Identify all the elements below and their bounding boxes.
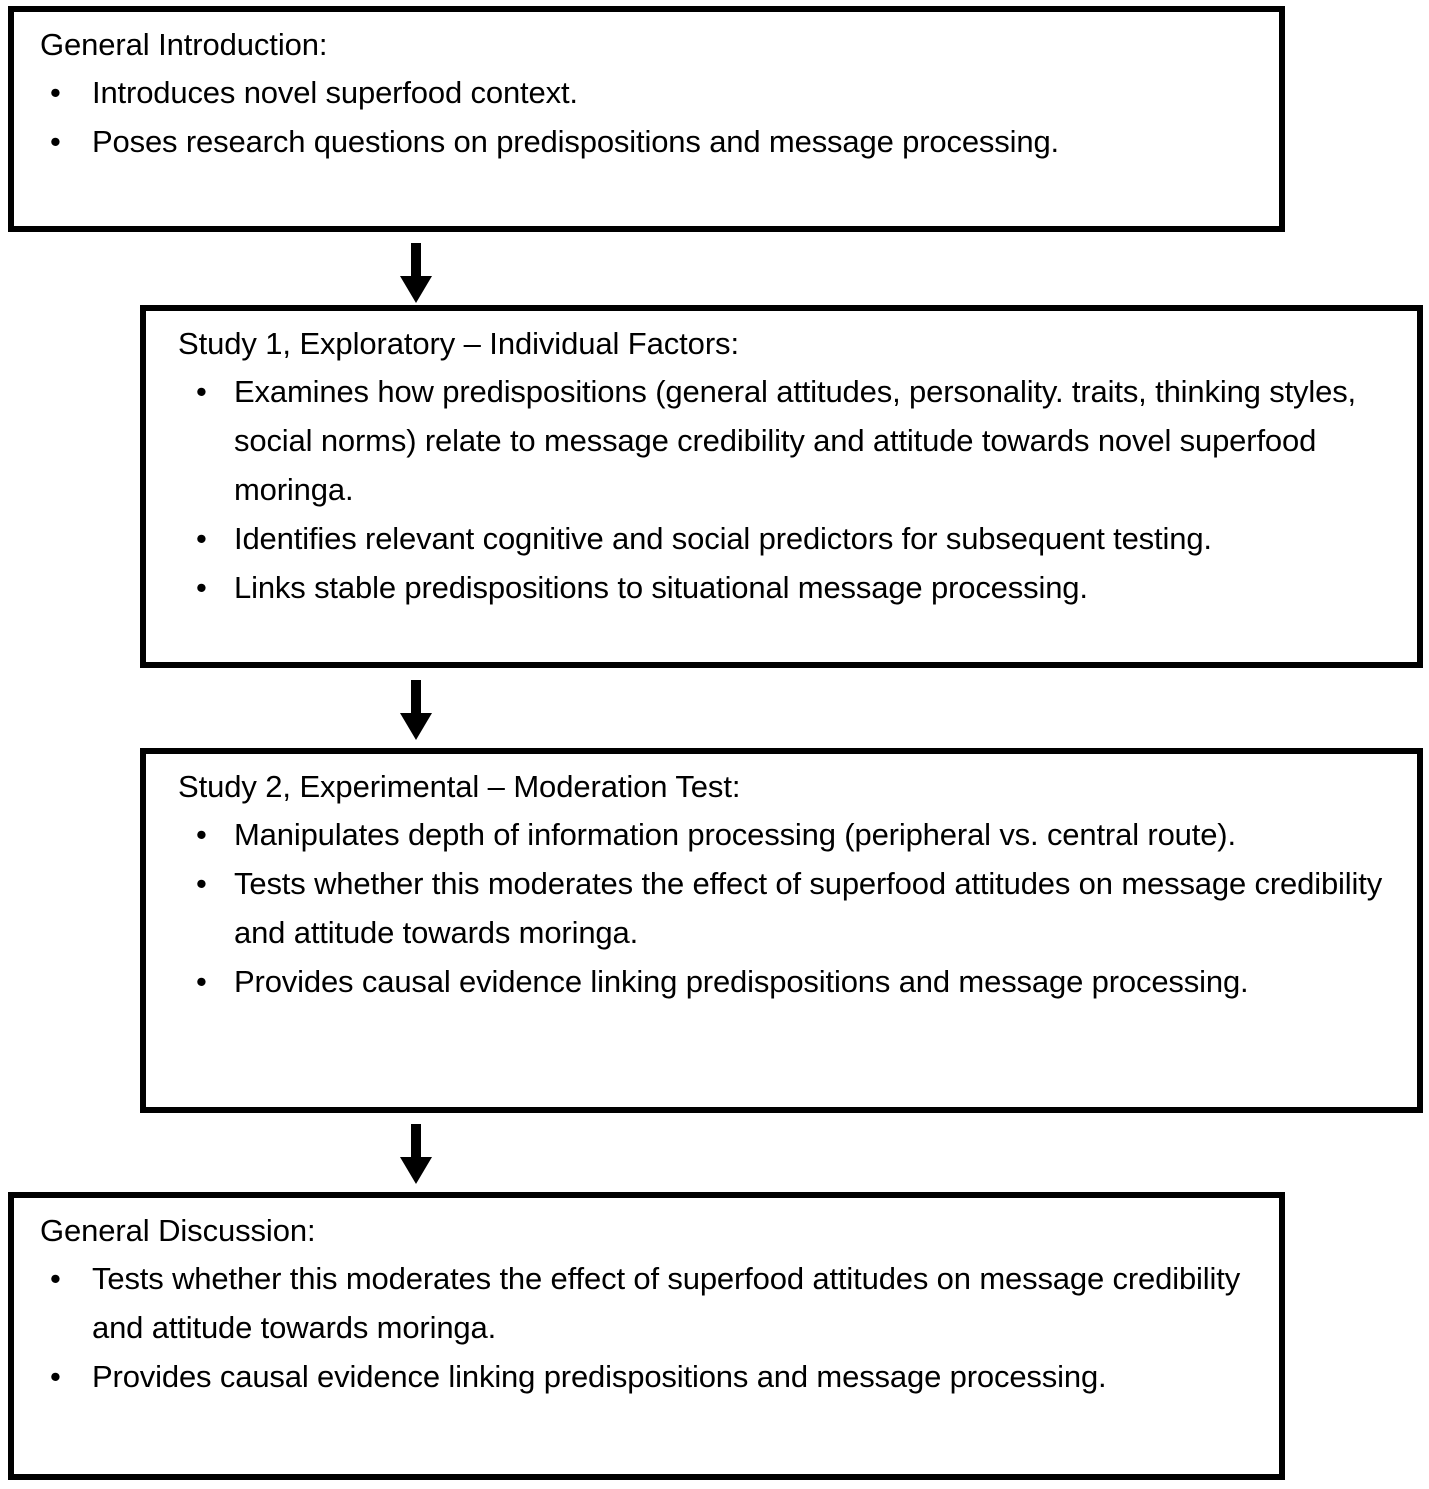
flow-node-study-2: Study 2, Experimental – Moderation Test:… — [140, 748, 1423, 1113]
bullet-dot-icon: • — [196, 866, 207, 901]
node-title: General Introduction: — [40, 27, 328, 62]
bullet-dot-icon: • — [50, 1359, 61, 1394]
list-item: • Examines how predispositions (general … — [178, 367, 1403, 514]
list-item: • Provides causal evidence linking predi… — [178, 957, 1403, 1006]
arrow-shaft — [411, 1124, 421, 1162]
node-bullet-list: • Introduces novel superfood context. • … — [40, 68, 1265, 166]
list-item: • Poses research questions on predisposi… — [40, 117, 1265, 166]
bullet-dot-icon: • — [196, 521, 207, 556]
bullet-dot-icon: • — [196, 374, 207, 409]
arrow-head — [400, 276, 432, 303]
down-arrow-icon — [396, 680, 436, 740]
list-item-text: Manipulates depth of information process… — [234, 817, 1236, 852]
bullet-dot-icon: • — [196, 570, 207, 605]
down-arrow-icon — [396, 243, 436, 303]
list-item-text: Links stable predispositions to situatio… — [234, 570, 1088, 605]
node-bullet-list: • Manipulates depth of information proce… — [178, 810, 1403, 1006]
node-bullet-list: • Tests whether this moderates the effec… — [40, 1254, 1265, 1401]
list-item: • Manipulates depth of information proce… — [178, 810, 1403, 859]
arrow-shaft — [411, 680, 421, 718]
flow-node-general-discussion: General Discussion: • Tests whether this… — [8, 1192, 1285, 1480]
node-title: Study 2, Experimental – Moderation Test: — [178, 769, 741, 804]
list-item-text: Provides causal evidence linking predisp… — [234, 964, 1249, 999]
flow-node-general-introduction: General Introduction: • Introduces novel… — [8, 6, 1285, 232]
bullet-dot-icon: • — [50, 75, 61, 110]
bullet-dot-icon: • — [50, 124, 61, 159]
list-item-text: Identifies relevant cognitive and social… — [234, 521, 1212, 556]
list-item: • Links stable predispositions to situat… — [178, 563, 1403, 612]
arrow-shaft — [411, 243, 421, 281]
list-item-text: Introduces novel superfood context. — [92, 75, 578, 110]
arrow-head — [400, 713, 432, 740]
bullet-dot-icon: • — [196, 817, 207, 852]
node-content: General Discussion: • Tests whether this… — [14, 1198, 1279, 1411]
list-item-text: Examines how predispositions (general at… — [234, 374, 1357, 507]
list-item: • Provides causal evidence linking predi… — [40, 1352, 1265, 1401]
node-content: Study 1, Exploratory – Individual Factor… — [146, 311, 1417, 622]
bullet-dot-icon: • — [50, 1261, 61, 1296]
node-content: Study 2, Experimental – Moderation Test:… — [146, 754, 1417, 1016]
list-item: • Tests whether this moderates the effec… — [178, 859, 1403, 957]
node-content: General Introduction: • Introduces novel… — [14, 12, 1279, 176]
node-bullet-list: • Examines how predispositions (general … — [178, 367, 1403, 612]
list-item-text: Tests whether this moderates the effect … — [92, 1261, 1241, 1345]
node-title: Study 1, Exploratory – Individual Factor… — [178, 326, 739, 361]
bullet-dot-icon: • — [196, 964, 207, 999]
list-item-text: Provides causal evidence linking predisp… — [92, 1359, 1107, 1394]
down-arrow-icon — [396, 1124, 436, 1184]
list-item: • Introduces novel superfood context. — [40, 68, 1265, 117]
node-title: General Discussion: — [40, 1213, 316, 1248]
list-item: • Tests whether this moderates the effec… — [40, 1254, 1265, 1352]
list-item-text: Poses research questions on predispositi… — [92, 124, 1060, 159]
arrow-head — [400, 1157, 432, 1184]
flow-node-study-1: Study 1, Exploratory – Individual Factor… — [140, 305, 1423, 668]
list-item: • Identifies relevant cognitive and soci… — [178, 514, 1403, 563]
list-item-text: Tests whether this moderates the effect … — [234, 866, 1383, 950]
